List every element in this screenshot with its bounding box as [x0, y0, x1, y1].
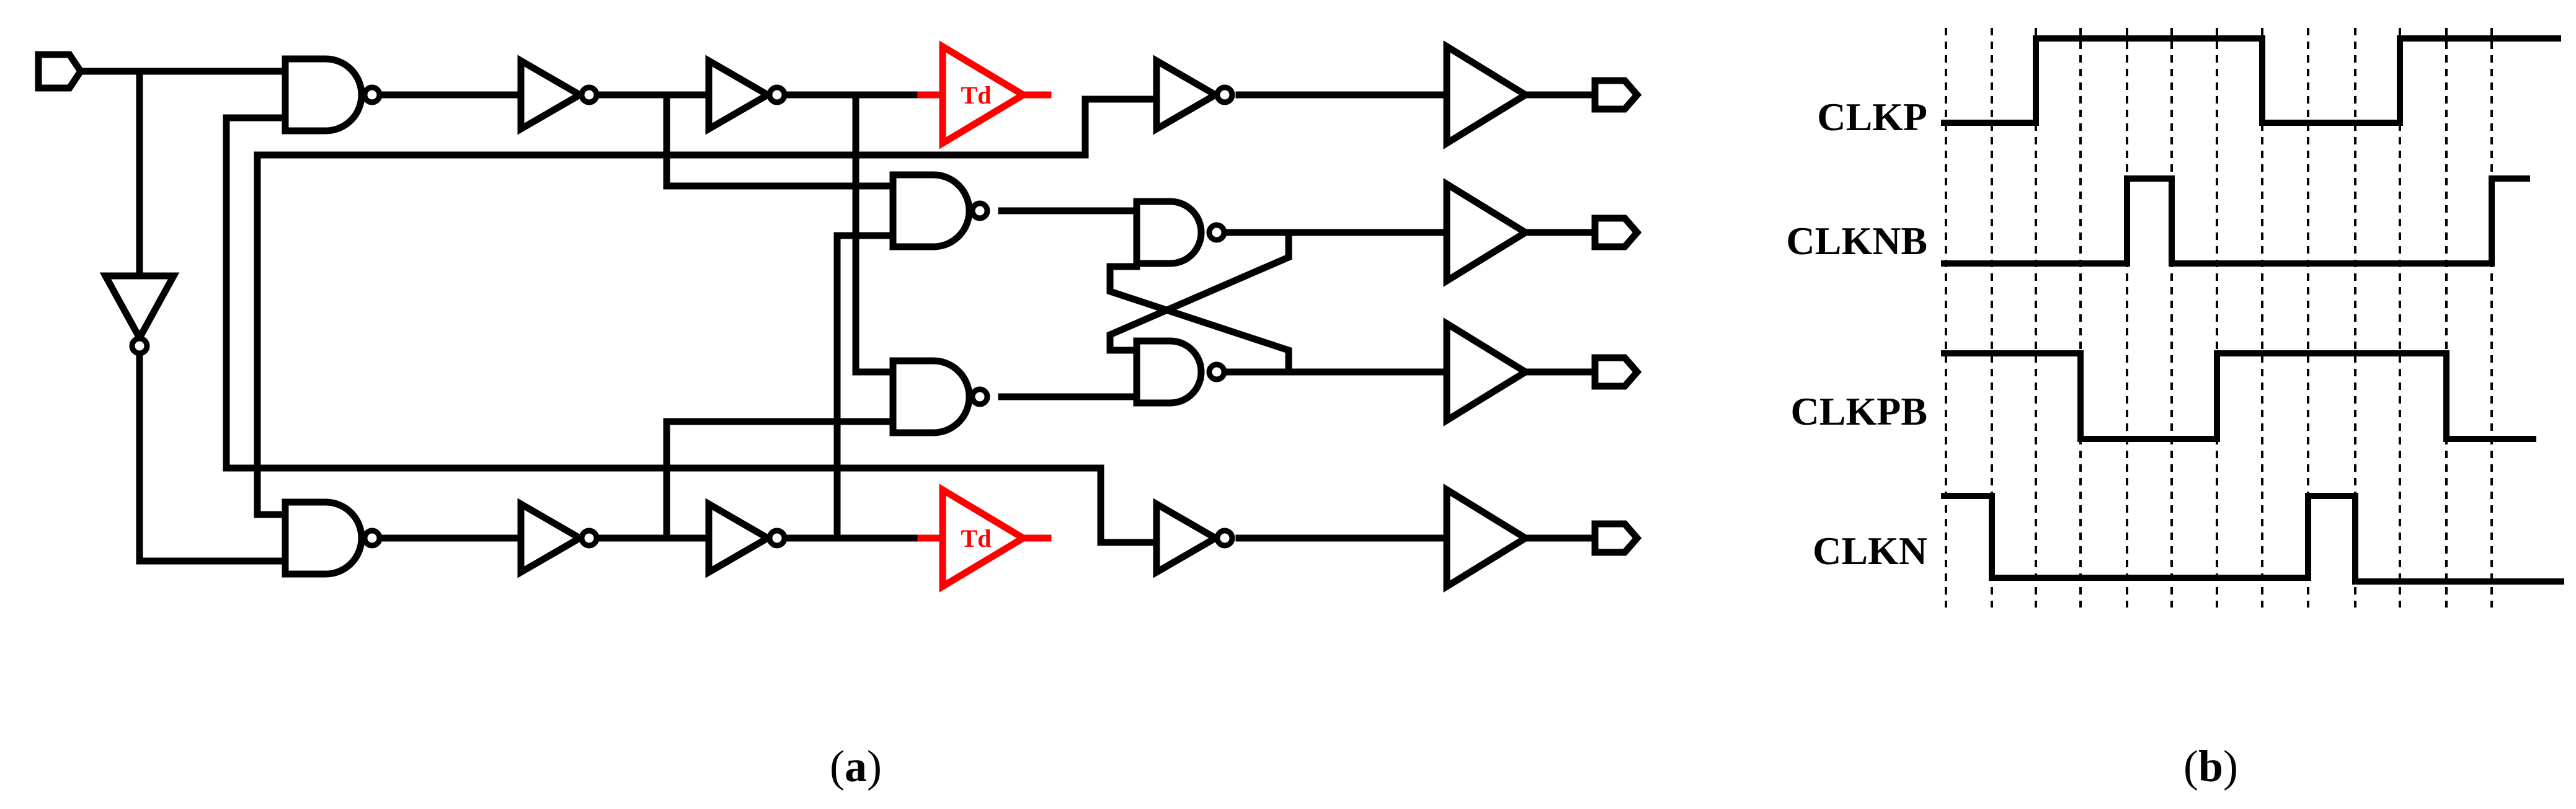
output-port-4: [1591, 520, 1642, 556]
caption-b: (b): [2183, 741, 2238, 791]
output-port-1: [1591, 77, 1642, 113]
signal-label-clkn: CLKN: [1813, 529, 1927, 573]
timing-gridlines: [1945, 28, 2493, 608]
latch-nand-lower: [1133, 337, 1227, 407]
delay-label-top: Td: [961, 81, 992, 109]
output-port-3: [1591, 354, 1642, 390]
delay-element-top: Td: [917, 40, 1052, 149]
waveform-clkn: [1941, 493, 2564, 585]
output-port-2: [1591, 214, 1642, 250]
nand-gate-bottom: [282, 498, 383, 578]
output-buffer-1: [1443, 40, 1532, 149]
schematic-panel: Td Td: [35, 40, 1642, 593]
nand-gate-mid-upper: [889, 171, 990, 250]
waveform-clkpb: [1941, 350, 2536, 442]
output-buffer-2: [1443, 178, 1532, 287]
latch-nand-upper: [1133, 198, 1227, 267]
signal-label-clknb: CLKNB: [1786, 219, 1927, 263]
nand-gate-mid-lower: [889, 357, 990, 436]
input-inverter: [99, 272, 180, 345]
delay-label-bottom: Td: [961, 524, 992, 552]
inverter-bottom-3: [1153, 498, 1235, 578]
signal-label-clkpb: CLKPB: [1791, 389, 1927, 433]
caption-a: (a): [830, 741, 882, 791]
inverter-top-1: [517, 55, 600, 135]
output-buffer-4: [1443, 484, 1532, 593]
signal-label-clkp: CLKP: [1817, 95, 1927, 139]
nand-gate-top: [282, 55, 383, 135]
inverter-bottom-2: [705, 498, 788, 578]
clock-input-port: [35, 51, 85, 92]
schematic-wires: [77, 68, 1599, 565]
inverter-top-3: [1153, 55, 1235, 135]
delay-element-bottom: Td: [917, 484, 1052, 593]
inverter-top-2: [705, 55, 788, 135]
waveform-clkp: [1941, 35, 2561, 126]
timing-panel: CLKP CLKNB CLKPB CLKN: [1786, 28, 2564, 608]
inverter-bubble: [129, 335, 150, 356]
output-buffer-3: [1443, 317, 1532, 427]
waveform-clknb: [1941, 175, 2530, 267]
inverter-bottom-1: [517, 498, 600, 578]
